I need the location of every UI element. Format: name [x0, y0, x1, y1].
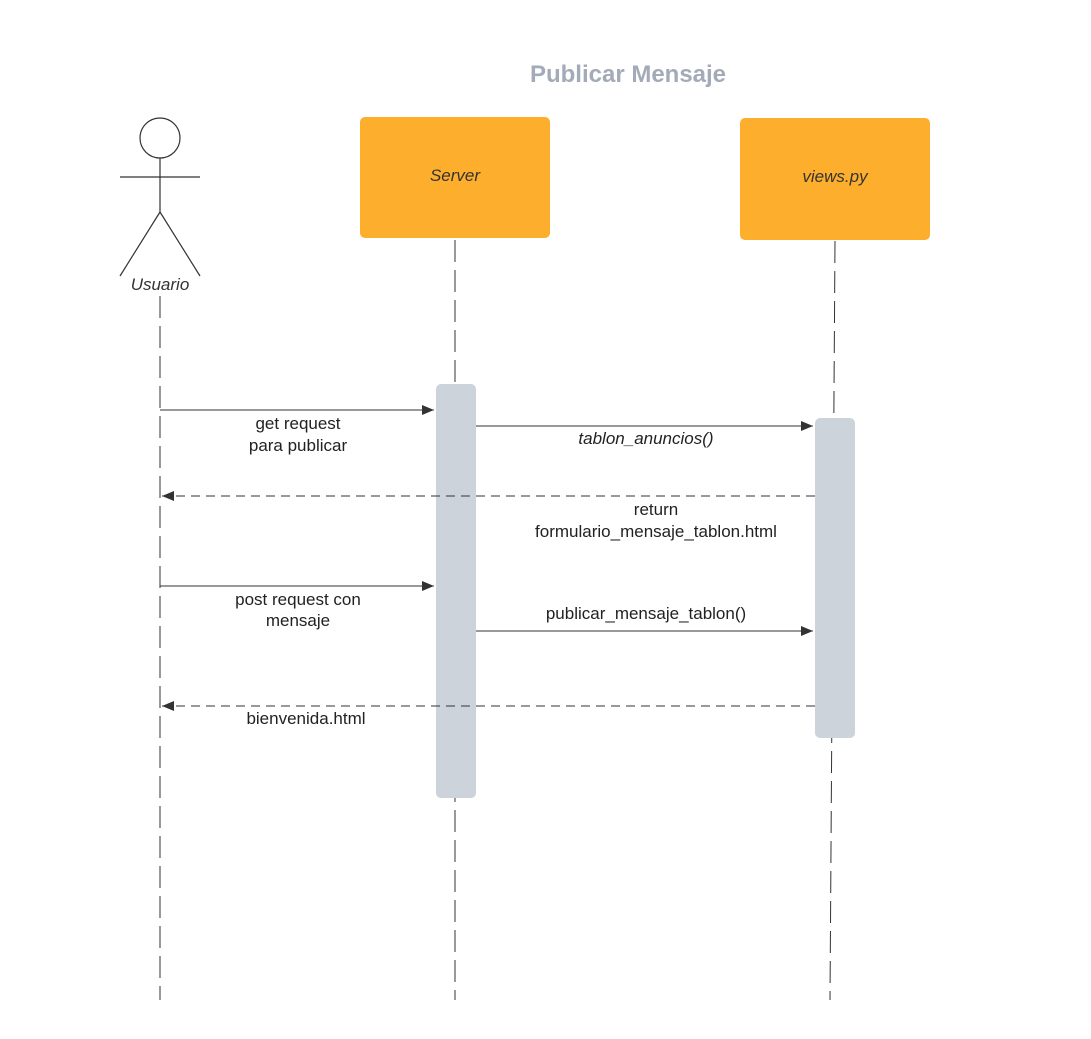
message-label: formulario_mensaje_tablon.html — [535, 522, 777, 541]
participant-box — [740, 118, 930, 240]
activation-bar-views — [815, 418, 855, 738]
participant-label: views.py — [802, 167, 869, 186]
message-post-request: post request con mensaje — [160, 581, 434, 630]
message-label: return — [634, 500, 678, 519]
message-label: tablon_anuncios() — [578, 429, 713, 448]
message-publicar-mensaje-tablon: publicar_mensaje_tablon() — [476, 604, 813, 636]
actor-label: Usuario — [131, 275, 190, 294]
message-tablon-anuncios: tablon_anuncios() — [476, 421, 813, 448]
message-bienvenida: bienvenida.html — [162, 701, 815, 728]
activation-bar-server — [436, 384, 476, 798]
message-label: mensaje — [266, 611, 330, 630]
participant-server: Server — [360, 117, 550, 238]
participant-box — [360, 117, 550, 238]
message-label: publicar_mensaje_tablon() — [546, 604, 746, 623]
message-label: post request con — [235, 590, 361, 609]
message-label: get request — [255, 414, 340, 433]
participant-label: Server — [430, 166, 481, 185]
actor-usuario: Usuario — [119, 117, 201, 295]
message-label: bienvenida.html — [246, 709, 365, 728]
message-return-formulario: return formulario_mensaje_tablon.html — [162, 491, 815, 541]
diagram-title: Publicar Mensaje — [530, 61, 726, 88]
message-get-request: get request para publicar — [160, 405, 434, 455]
message-label: para publicar — [249, 436, 348, 455]
participant-views: views.py — [740, 118, 930, 240]
stick-figure-icon — [119, 117, 201, 277]
